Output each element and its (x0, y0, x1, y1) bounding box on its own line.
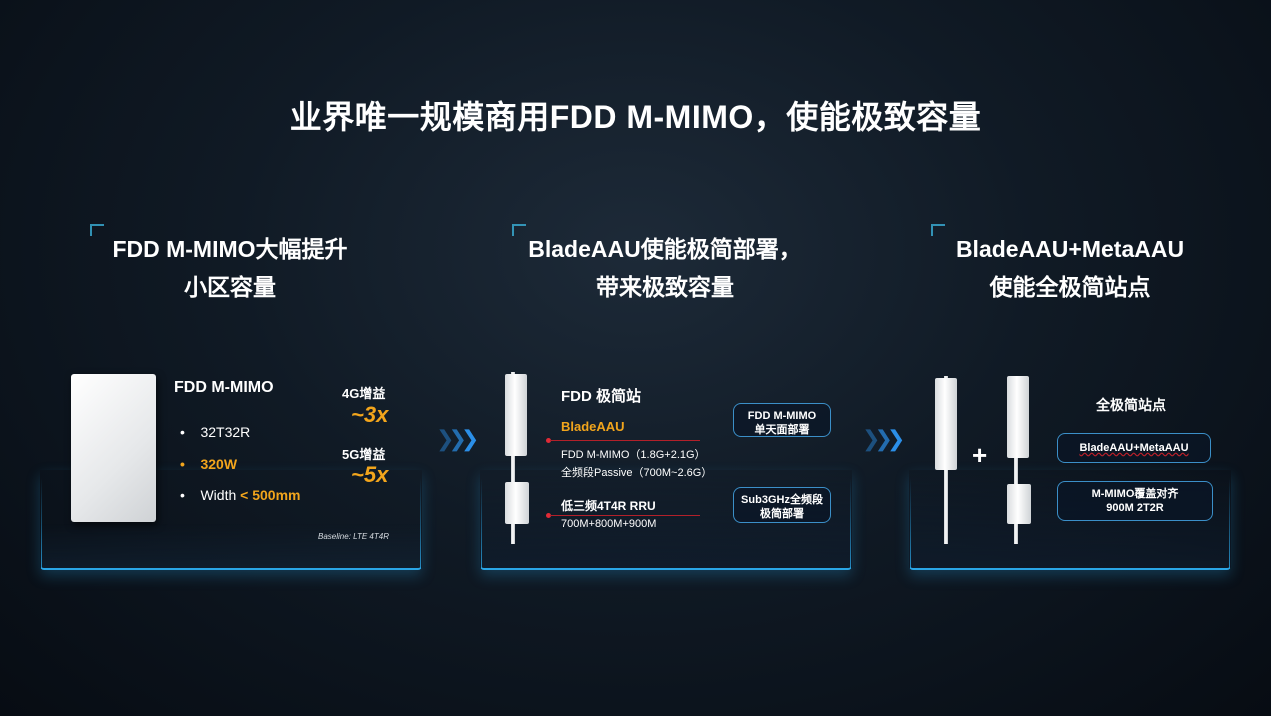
tag-line-2: 900M 2T2R (1106, 502, 1164, 514)
product-name: FDD M-MIMO (174, 379, 274, 396)
rru-label: 低三频4T4R RRU (561, 499, 656, 513)
bullet-text: 320W (200, 456, 238, 472)
chevron-right-icon: ❯❯❯ (862, 426, 906, 451)
rru-image (1007, 484, 1031, 524)
tag-fdd-mmimo: FDD M-MIMO 单天面部署 (733, 403, 831, 437)
heading-line-2: 使能全极简站点 (989, 274, 1151, 300)
heading-line-2: 小区容量 (184, 274, 276, 300)
pole-image (1014, 376, 1018, 544)
tag-line-2: 极简部署 (760, 508, 804, 520)
tag-line-1: BladeAAU+MetaAAU (1079, 442, 1189, 454)
gain-5g-label: 5G增益 (342, 447, 386, 462)
heading-line-1: BladeAAU+MetaAAU (955, 236, 1185, 262)
pole-image (511, 372, 515, 544)
column-heading-2: BladeAAU使能极简部署， 带来极致容量 (490, 224, 840, 306)
page-title: 业界唯一规模商用FDD M-MIMO，使能极致容量 (289, 99, 982, 135)
blade-label: BladeAAU (561, 419, 625, 434)
tag-line-2: 单天面部署 (754, 424, 810, 436)
heading-line-1: FDD M-MIMO大幅提升 (112, 236, 348, 262)
bullet-text: Width (200, 487, 241, 503)
column-heading-1: FDD M-MIMO大幅提升 小区容量 (60, 224, 400, 306)
bladeaau-image (1007, 376, 1029, 458)
metaaau-image (935, 378, 957, 470)
tag-line-1: Sub3GHz全频段 (741, 494, 823, 506)
gain-5g-value: ~5x (351, 462, 389, 487)
gain-4g-label: 4G增益 (342, 386, 386, 401)
chevron-right-icon: ❯❯❯ (436, 426, 480, 451)
bullet-item: • Width < 500mm (180, 487, 301, 503)
blade-line-2: 全频段Passive（700M~2.6G） (561, 467, 713, 479)
gain-4g-value: ~3x (351, 402, 389, 427)
rru-image (505, 482, 529, 524)
corner-bracket-icon (931, 224, 945, 236)
tag-line-1: M-MIMO覆盖对齐 (1091, 488, 1179, 500)
tag-bladeaau-metaaau: BladeAAU+MetaAAU (1057, 433, 1211, 463)
bullet-item: • 320W (180, 456, 238, 472)
tag-line-1: FDD M-MIMO (747, 410, 817, 422)
heading-line-2: 带来极致容量 (596, 274, 734, 300)
bullet-text: 32T32R (200, 424, 251, 440)
mmimo-antenna-image (71, 374, 156, 522)
site-title: 全极简站点 (1096, 397, 1166, 413)
rru-line: 700M+800M+900M (561, 518, 657, 530)
bladeaau-image (505, 374, 527, 456)
tag-mmimo-coverage: M-MIMO覆盖对齐 900M 2T2R (1057, 481, 1213, 521)
baseline-note: Baseline: LTE 4T4R (318, 532, 389, 541)
column-heading-3: BladeAAU+MetaAAU 使能全极简站点 (915, 224, 1225, 306)
marker-line (550, 440, 700, 441)
plus-sign: + (972, 440, 988, 470)
marker-dot-icon (546, 513, 551, 518)
corner-bracket-icon (512, 224, 526, 236)
blade-line-1: FDD M-MIMO（1.8G+2.1G） (561, 449, 706, 461)
heading-line-1: BladeAAU使能极简部署， (528, 236, 802, 262)
tag-sub3ghz: Sub3GHz全频段 极简部署 (733, 487, 831, 523)
marker-line (550, 515, 700, 516)
marker-dot-icon (546, 438, 551, 443)
bullet-item: • 32T32R (180, 424, 251, 440)
site-title: FDD 极简站 (561, 388, 641, 405)
corner-bracket-icon (90, 224, 104, 236)
bullet-value: < 500mm (240, 487, 301, 503)
